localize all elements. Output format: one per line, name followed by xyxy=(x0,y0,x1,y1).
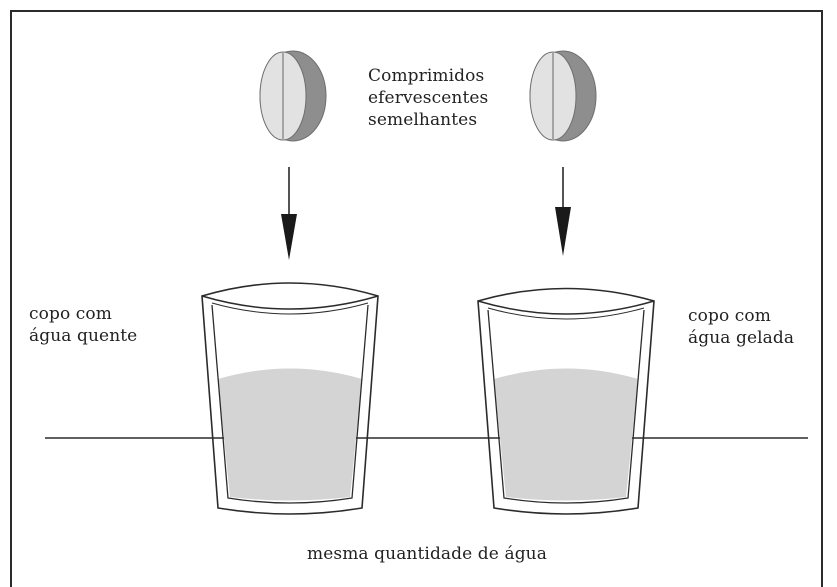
right-tablet xyxy=(529,50,597,142)
right-cup-label: copo com água gelada xyxy=(688,305,794,349)
right-cup-label-line2: água gelada xyxy=(688,328,795,348)
left-cup-label: copo com água quente xyxy=(29,303,137,347)
left-cup xyxy=(201,282,379,515)
left-cup-water xyxy=(218,368,362,501)
tablets-label-line3: semelhantes xyxy=(368,110,478,130)
tablets-label: Comprimidos efervescentes semelhantes xyxy=(368,65,488,131)
right-cup-water xyxy=(494,368,638,501)
right-cup xyxy=(477,287,655,515)
left-cup-label-line2: água quente xyxy=(29,326,138,346)
right-arrow xyxy=(555,167,571,256)
left-tablet xyxy=(259,50,327,142)
right-cup-label-line1: copo com xyxy=(688,306,771,326)
left-cup-label-line1: copo com xyxy=(29,304,112,324)
tablets-label-line2: efervescentes xyxy=(368,88,489,108)
left-arrow xyxy=(281,167,297,260)
diagram-frame xyxy=(10,10,823,587)
bottom-caption: mesma quantidade de água xyxy=(307,544,547,564)
tablets-label-line1: Comprimidos xyxy=(368,66,485,86)
